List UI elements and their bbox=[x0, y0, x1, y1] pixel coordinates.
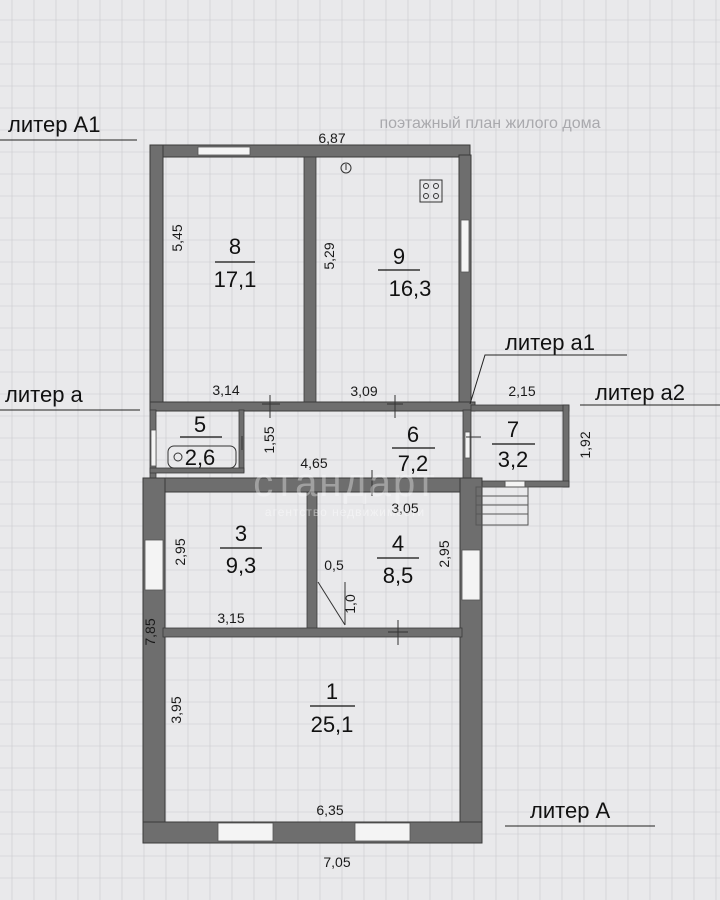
room-6-area: 7,2 bbox=[398, 451, 429, 476]
room-labels: 8 17,1 9 16,3 5 2,6 6 7,2 7 3,2 3 9,3 4 … bbox=[185, 234, 529, 737]
room-5-area: 2,6 bbox=[185, 445, 216, 470]
step-diagonal bbox=[317, 581, 346, 626]
wall-left-a1 bbox=[149, 144, 164, 411]
room-6-number: 6 bbox=[407, 422, 419, 447]
window-room9 bbox=[460, 219, 470, 273]
room-3-number: 3 bbox=[235, 521, 247, 546]
dim-step-height: 1,0 bbox=[342, 594, 358, 614]
room-7-number: 7 bbox=[507, 417, 519, 442]
room-7-area: 3,2 bbox=[498, 447, 529, 472]
room-4-area: 8,5 bbox=[383, 563, 414, 588]
dim-room9-height: 5,29 bbox=[321, 242, 337, 269]
window-room3 bbox=[144, 539, 164, 591]
watermark-subtitle: агентство недвижимости bbox=[265, 505, 425, 519]
dim-room9-width: 3,09 bbox=[350, 383, 377, 399]
dim-room4-width: 3,05 bbox=[391, 500, 418, 516]
room-4-number: 4 bbox=[392, 531, 404, 556]
dim-top-width: 6,87 bbox=[318, 130, 345, 146]
wall-between-8-9 bbox=[303, 156, 317, 406]
dim-corridor-height: 1,55 bbox=[261, 426, 277, 453]
room-8-area: 17,1 bbox=[214, 267, 257, 292]
dim-step-width: 0,5 bbox=[324, 557, 344, 573]
room-1-number: 1 bbox=[326, 679, 338, 704]
dim-room8-height: 5,45 bbox=[169, 224, 185, 251]
room-1-area: 25,1 bbox=[311, 712, 354, 737]
liter-a2-label: литер а2 bbox=[595, 380, 685, 405]
bathtub-icon bbox=[167, 445, 237, 469]
liter-a-lower-label: литер а bbox=[5, 382, 84, 407]
doors bbox=[241, 395, 481, 645]
dim-bottom-width: 7,05 bbox=[323, 854, 350, 870]
dim-room7-height: 1,92 bbox=[577, 431, 593, 458]
wall-above-room1 bbox=[162, 627, 463, 638]
wall-right-a bbox=[459, 477, 483, 844]
dim-room8-width: 3,14 bbox=[212, 382, 239, 398]
dim-room1-height: 3,95 bbox=[168, 696, 184, 723]
wall-room7-top bbox=[470, 404, 570, 412]
liter-a1-upper-label: литер А1 bbox=[8, 112, 100, 137]
window-room1-left bbox=[217, 822, 274, 842]
room-8-number: 8 bbox=[229, 234, 241, 259]
wall-left-a bbox=[142, 477, 166, 844]
dimension-labels: 6,87 5,45 5,29 3,14 3,09 2,15 1,92 1,55 … bbox=[142, 130, 593, 870]
liter-A-label: литер А bbox=[530, 798, 611, 823]
window-room5 bbox=[150, 429, 157, 467]
wall-room7-right bbox=[562, 404, 570, 488]
window-room1-right bbox=[354, 822, 411, 842]
porch-steps bbox=[475, 480, 529, 526]
dim-room3-width: 3,15 bbox=[217, 610, 244, 626]
wall-bottom-a bbox=[142, 821, 483, 844]
windows bbox=[144, 146, 481, 842]
window-room6 bbox=[464, 431, 471, 459]
room-5-number: 5 bbox=[194, 412, 206, 437]
room-9-number: 9 bbox=[393, 244, 405, 269]
dim-room1-width: 6,35 bbox=[316, 802, 343, 818]
dim-total-height: 7,85 bbox=[142, 618, 158, 645]
liter-a1-lower-label: литер а1 bbox=[505, 330, 595, 355]
window-room8 bbox=[197, 146, 251, 156]
watermark-title: стандарт bbox=[253, 461, 436, 505]
dim-room7-width: 2,15 bbox=[508, 383, 535, 399]
window-room4 bbox=[461, 549, 481, 601]
room-9-area: 16,3 bbox=[389, 276, 432, 301]
gauge-icon bbox=[340, 162, 352, 174]
dim-corridor-width: 4,65 bbox=[300, 455, 327, 471]
dim-room3-height: 2,95 bbox=[172, 538, 188, 565]
wall-right-a1 bbox=[458, 154, 472, 411]
dim-room4-height: 2,95 bbox=[436, 540, 452, 567]
stove-icon bbox=[419, 179, 443, 203]
room-3-area: 9,3 bbox=[226, 553, 257, 578]
liter-pointers bbox=[0, 139, 720, 827]
fraction-bars bbox=[180, 261, 535, 707]
header-text: поэтажный план жилого дома bbox=[379, 115, 600, 132]
wall-bottom-a1 bbox=[149, 401, 476, 412]
